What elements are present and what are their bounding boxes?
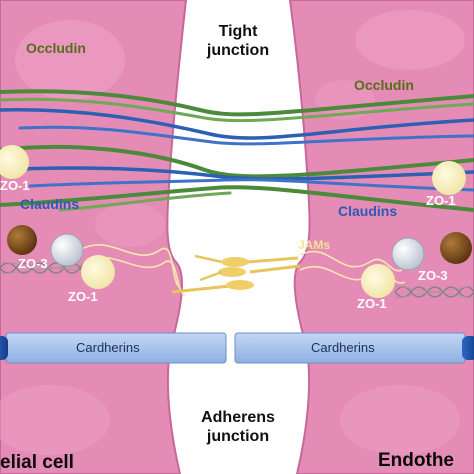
cadherins-label-right: Cardherins <box>311 340 375 355</box>
cadherin-anchor-right <box>462 336 474 360</box>
zo1-left-bottom-protein <box>81 255 115 289</box>
zo1-left-top-protein <box>0 145 29 179</box>
zo3-label-right: ZO-3 <box>418 268 448 283</box>
zo3-right-protein <box>391 237 425 271</box>
occludin-label-left: Occludin <box>26 40 86 56</box>
jams-label: JAMs <box>298 238 331 252</box>
right-cell-highlight <box>340 385 460 455</box>
brown-protein-left <box>7 225 37 255</box>
actin-right <box>394 285 474 299</box>
right-cell-label: Endothe <box>378 450 454 471</box>
cadherins-label-left: Cardherins <box>76 340 140 355</box>
zo3-label-left: ZO-3 <box>18 256 48 271</box>
zo1-label-right-top: ZO-1 <box>426 193 456 208</box>
zo1-right-top-protein <box>432 161 466 195</box>
brown-protein-right <box>440 232 472 264</box>
left-cell-label: elial cell <box>0 452 74 473</box>
claudin-strands <box>0 108 474 192</box>
zo3-left-protein <box>50 233 84 267</box>
tight-junction-line-2: junction <box>206 42 270 59</box>
zo1-label-left-top: ZO-1 <box>0 178 30 193</box>
zo1-label-left-bottom: ZO-1 <box>68 289 98 304</box>
cadherin-anchor-left <box>0 336 8 360</box>
claudins-label-right: Claudins <box>338 203 398 219</box>
tight-junction-label: Tight junction <box>198 22 278 60</box>
tight-junction-line-1: Tight <box>218 23 258 40</box>
claudins-label-left: Claudins <box>20 196 80 212</box>
adherens-junction-label: Adherens junction <box>192 408 284 446</box>
left-cell-highlight <box>0 385 110 455</box>
adherens-junction-line-2: junction <box>206 428 270 445</box>
right-cell-highlight <box>355 10 465 70</box>
left-cell-highlight <box>95 203 165 247</box>
occludin-label-right: Occludin <box>354 77 414 93</box>
adherens-junction-line-1: Adherens <box>201 409 275 426</box>
zo1-right-bottom-protein <box>361 264 395 298</box>
zo1-label-right-bottom: ZO-1 <box>357 296 387 311</box>
jams-proteins <box>171 254 301 294</box>
occludin-strands <box>0 89 474 212</box>
left-cell-highlight <box>15 20 125 100</box>
